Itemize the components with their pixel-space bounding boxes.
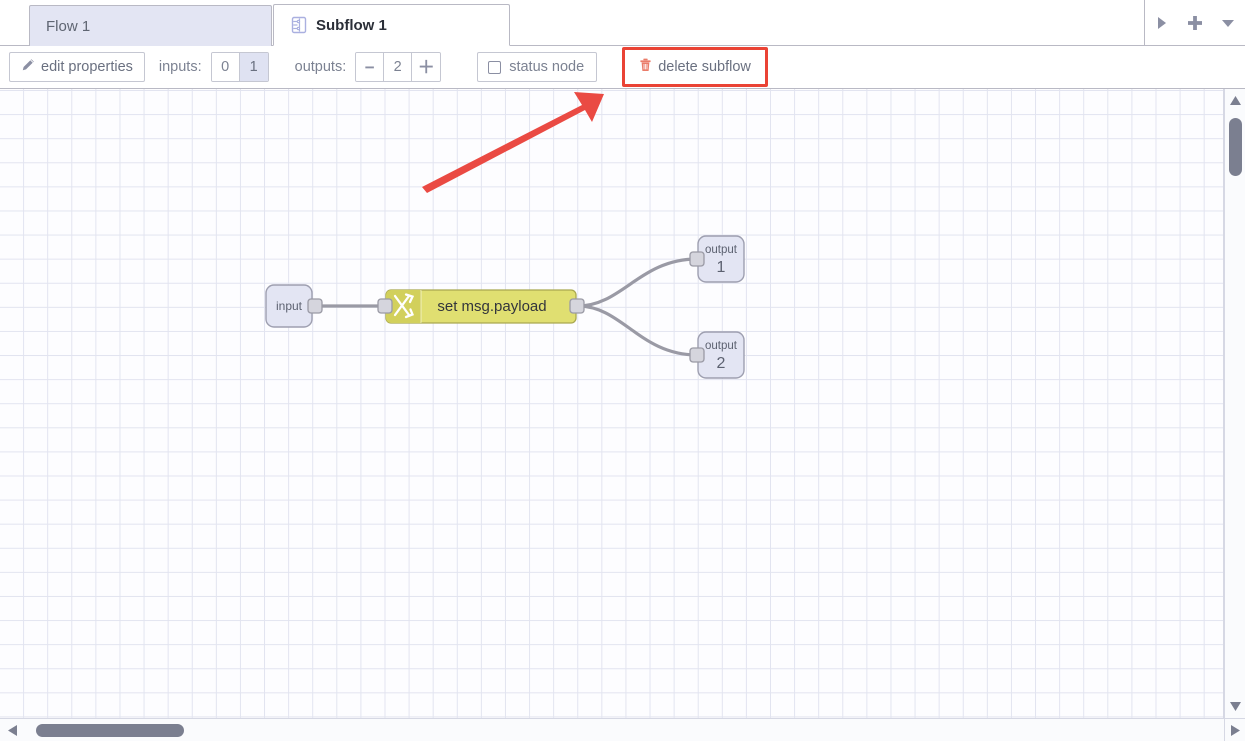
delete-subflow-button[interactable]: delete subflow bbox=[627, 52, 763, 82]
pencil-icon bbox=[21, 58, 35, 76]
change-node-label: set msg.payload bbox=[437, 298, 546, 315]
subflow-input-label: input bbox=[276, 299, 303, 313]
status-node-label: status node bbox=[509, 59, 585, 75]
trash-icon bbox=[639, 58, 652, 76]
vertical-scroll-thumb[interactable] bbox=[1229, 118, 1242, 176]
scroll-down-icon[interactable] bbox=[1229, 701, 1242, 712]
minus-icon: − bbox=[364, 57, 375, 77]
edit-properties-button[interactable]: edit properties bbox=[9, 52, 145, 82]
inputs-option-0[interactable]: 0 bbox=[211, 53, 240, 81]
outputs-stepper[interactable]: − 2 ＋ bbox=[355, 52, 442, 82]
subflow-output-node-2[interactable]: output 2 bbox=[689, 331, 745, 379]
scroll-right-icon[interactable] bbox=[1230, 724, 1241, 737]
inputs-option-1[interactable]: 1 bbox=[239, 53, 268, 81]
outputs-increment-button[interactable]: ＋ bbox=[412, 53, 441, 81]
wire-change-to-output-2 bbox=[576, 304, 699, 357]
subflow-canvas[interactable]: input set msg.payload bbox=[0, 89, 1224, 718]
outputs-label: outputs: bbox=[294, 59, 347, 75]
edit-properties-label: edit properties bbox=[41, 59, 133, 75]
tab-flow-1[interactable]: Flow 1 bbox=[29, 5, 272, 46]
inputs-selector[interactable]: 0 1 bbox=[210, 52, 269, 82]
tab-subflow-1[interactable]: Subflow 1 bbox=[273, 4, 510, 46]
subflow-toolbar: edit properties inputs: 0 1 outputs: − 2… bbox=[0, 46, 1245, 89]
next-tab-icon[interactable] bbox=[1149, 10, 1175, 36]
scroll-left-icon[interactable] bbox=[7, 724, 18, 737]
inputs-label: inputs: bbox=[158, 59, 202, 75]
status-node-checkbox[interactable] bbox=[488, 60, 502, 74]
subflow-icon bbox=[290, 16, 308, 34]
subflow-output-node-1[interactable]: output 1 bbox=[689, 235, 745, 283]
change-node-input-port[interactable] bbox=[377, 298, 393, 314]
horizontal-scrollbar[interactable] bbox=[0, 718, 1224, 741]
tab-menu-chevron-icon[interactable] bbox=[1215, 10, 1241, 36]
tab-bar-tools bbox=[1144, 0, 1245, 45]
flow-tabs-strip: Flow 1 Subflow 1 bbox=[0, 0, 511, 46]
wire-change-to-output-1 bbox=[576, 257, 699, 308]
delete-subflow-highlight: delete subflow bbox=[622, 47, 768, 87]
change-swap-icon bbox=[393, 293, 415, 319]
output-1-label: output bbox=[705, 244, 738, 256]
input-node-port[interactable] bbox=[307, 298, 323, 314]
delete-subflow-label: delete subflow bbox=[658, 59, 751, 75]
tab-subflow-1-label: Subflow 1 bbox=[316, 16, 387, 34]
output-1-port[interactable] bbox=[689, 251, 705, 267]
canvas-grid bbox=[0, 89, 1223, 718]
output-2-index: 2 bbox=[717, 355, 726, 372]
scrollbar-corner bbox=[1224, 718, 1245, 741]
annotation-arrow bbox=[422, 92, 604, 193]
tab-flow-1-label: Flow 1 bbox=[46, 17, 91, 35]
change-node-output-port[interactable] bbox=[569, 298, 585, 314]
outputs-value: 2 bbox=[384, 53, 413, 81]
horizontal-scroll-thumb[interactable] bbox=[36, 724, 184, 737]
output-2-label: output bbox=[705, 340, 738, 352]
add-tab-icon[interactable] bbox=[1182, 10, 1208, 36]
change-node[interactable]: set msg.payload bbox=[377, 289, 585, 324]
plus-icon: ＋ bbox=[417, 57, 435, 77]
canvas-nodes-layer: input set msg.payload bbox=[265, 92, 745, 379]
outputs-decrement-button[interactable]: − bbox=[356, 53, 385, 81]
vertical-scrollbar[interactable] bbox=[1224, 89, 1245, 718]
subflow-input-node[interactable]: input bbox=[265, 284, 323, 328]
status-node-toggle[interactable]: status node bbox=[477, 52, 598, 82]
output-2-port[interactable] bbox=[689, 347, 705, 363]
scroll-up-icon[interactable] bbox=[1229, 95, 1242, 106]
flow-tab-bar: Flow 1 Subflow 1 bbox=[0, 0, 1245, 46]
output-1-index: 1 bbox=[717, 259, 726, 276]
